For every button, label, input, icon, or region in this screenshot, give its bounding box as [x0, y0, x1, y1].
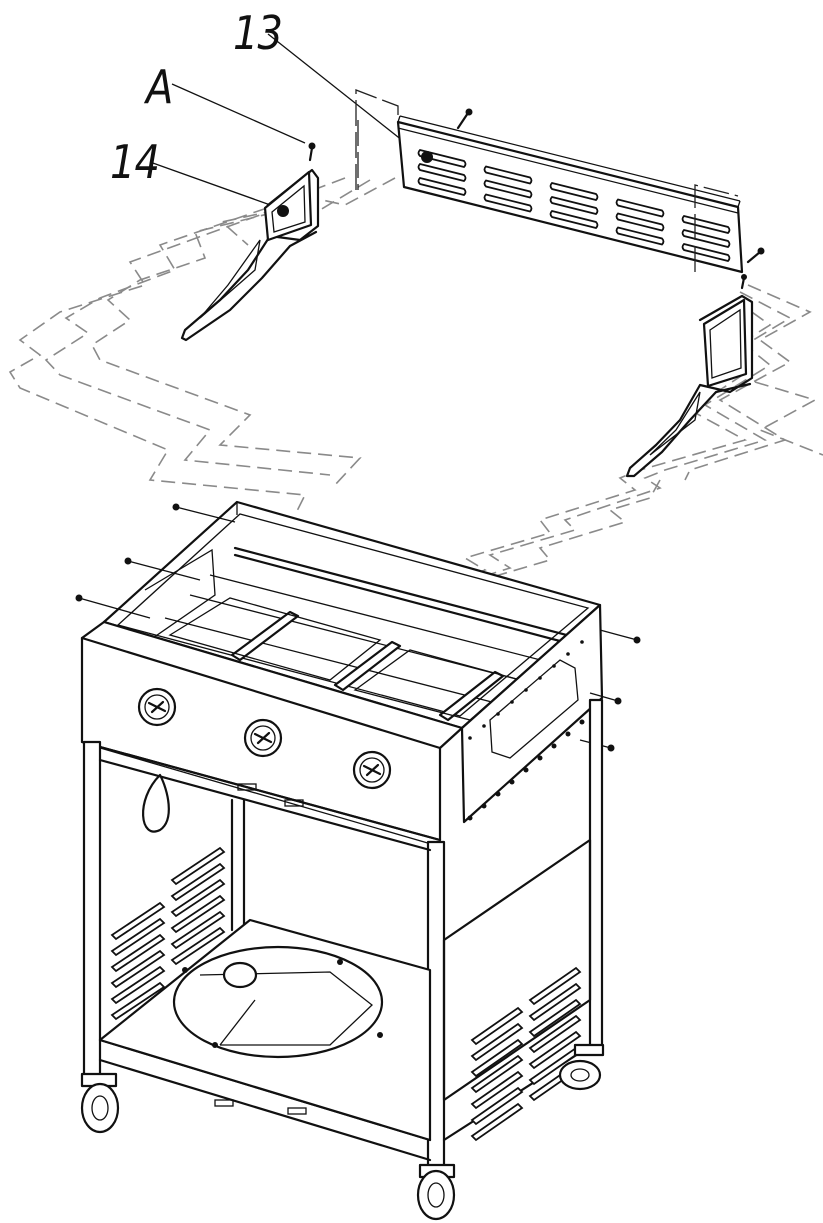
mounting-tab	[287, 1107, 307, 1115]
caster-wheel-icon-front-right	[416, 1163, 456, 1221]
hole-marker-14	[277, 205, 289, 217]
louver	[528, 966, 582, 1006]
louver	[170, 926, 226, 966]
right-side-bracket	[625, 247, 765, 478]
mounting-tab	[237, 783, 257, 791]
vent-slot	[549, 182, 599, 201]
hole-marker-icon	[468, 736, 472, 740]
vent-slot	[681, 229, 731, 248]
louver	[110, 917, 166, 957]
louver	[470, 1070, 524, 1110]
hole-marker-icon-group	[182, 959, 383, 1048]
hole-marker-icon	[523, 767, 529, 773]
louver	[170, 878, 226, 918]
control-knob-icon-3	[352, 750, 392, 790]
louver	[170, 862, 226, 902]
vent-slot	[681, 215, 731, 234]
louver	[110, 949, 166, 989]
vent-slot	[483, 179, 533, 199]
hole-marker-icon	[537, 755, 543, 761]
vent-slot	[549, 196, 599, 215]
hole-marker-icon	[565, 731, 571, 737]
louver	[170, 846, 226, 886]
screw-icon-group	[75, 503, 641, 752]
callout-13: 13	[233, 7, 283, 61]
vent-slot	[417, 163, 467, 182]
louver	[470, 1102, 524, 1142]
hole-marker-icon	[524, 688, 528, 692]
caster-wheel-icon-front-left	[80, 1072, 120, 1134]
hole-marker-icon	[510, 700, 514, 704]
louver	[470, 1038, 524, 1078]
louver	[170, 910, 226, 950]
vent-slot	[615, 212, 665, 232]
leg-rear-right	[588, 698, 604, 1052]
hole-marker-icon	[538, 676, 542, 680]
callout-a: A	[146, 61, 173, 115]
vent-slot	[417, 177, 467, 196]
hole-marker-icon	[495, 791, 501, 797]
hole-marker-icon	[496, 712, 500, 716]
louver	[110, 981, 166, 1021]
louver	[170, 894, 226, 934]
caster-wheel-icon-rear-left	[222, 961, 258, 989]
vent-slot	[549, 210, 599, 229]
hole-marker-icon	[509, 779, 515, 785]
mounting-tab	[284, 799, 304, 807]
louver	[470, 1022, 524, 1062]
vent-slot	[615, 226, 665, 246]
hole-marker-icon	[552, 664, 556, 668]
leader-lines	[149, 33, 423, 208]
left-side-bracket-part-14	[180, 142, 320, 342]
hole-marker-icon	[481, 803, 487, 809]
leader-a	[171, 83, 306, 144]
louver	[110, 901, 166, 941]
louver	[528, 998, 582, 1038]
grill-cart	[75, 500, 641, 1221]
louver	[528, 1014, 582, 1054]
control-knob-icon-2	[243, 718, 283, 758]
vent-slot	[483, 193, 533, 213]
rear-heat-shield-part-13	[355, 89, 744, 274]
louver	[110, 965, 166, 1005]
screw-icon	[456, 108, 473, 130]
louver	[528, 982, 582, 1022]
leg-front-left	[82, 740, 102, 1084]
vent-slot	[681, 243, 731, 262]
louver	[470, 1054, 524, 1094]
hole-marker-icon	[580, 640, 584, 644]
vent-slot	[615, 198, 665, 218]
louver	[528, 1030, 582, 1070]
mounting-tab	[214, 1099, 234, 1107]
leader-14	[149, 161, 277, 208]
hole-marker-13	[421, 151, 433, 163]
control-knob-icon-1	[137, 687, 177, 727]
louver	[470, 1006, 524, 1046]
hole-marker-icon	[579, 719, 585, 725]
screw-icon-right	[740, 247, 765, 290]
louver	[470, 1086, 524, 1126]
caster-wheel-icon-rear-right	[558, 1043, 605, 1091]
hole-marker-icon	[566, 652, 570, 656]
hole-marker-icon	[482, 724, 486, 728]
vent-slot	[483, 165, 533, 185]
screw-icon-a	[308, 142, 316, 162]
louver	[110, 933, 166, 973]
leader-13	[267, 33, 423, 157]
hole-marker-icon	[467, 815, 473, 821]
hole-marker-icon	[551, 743, 557, 749]
